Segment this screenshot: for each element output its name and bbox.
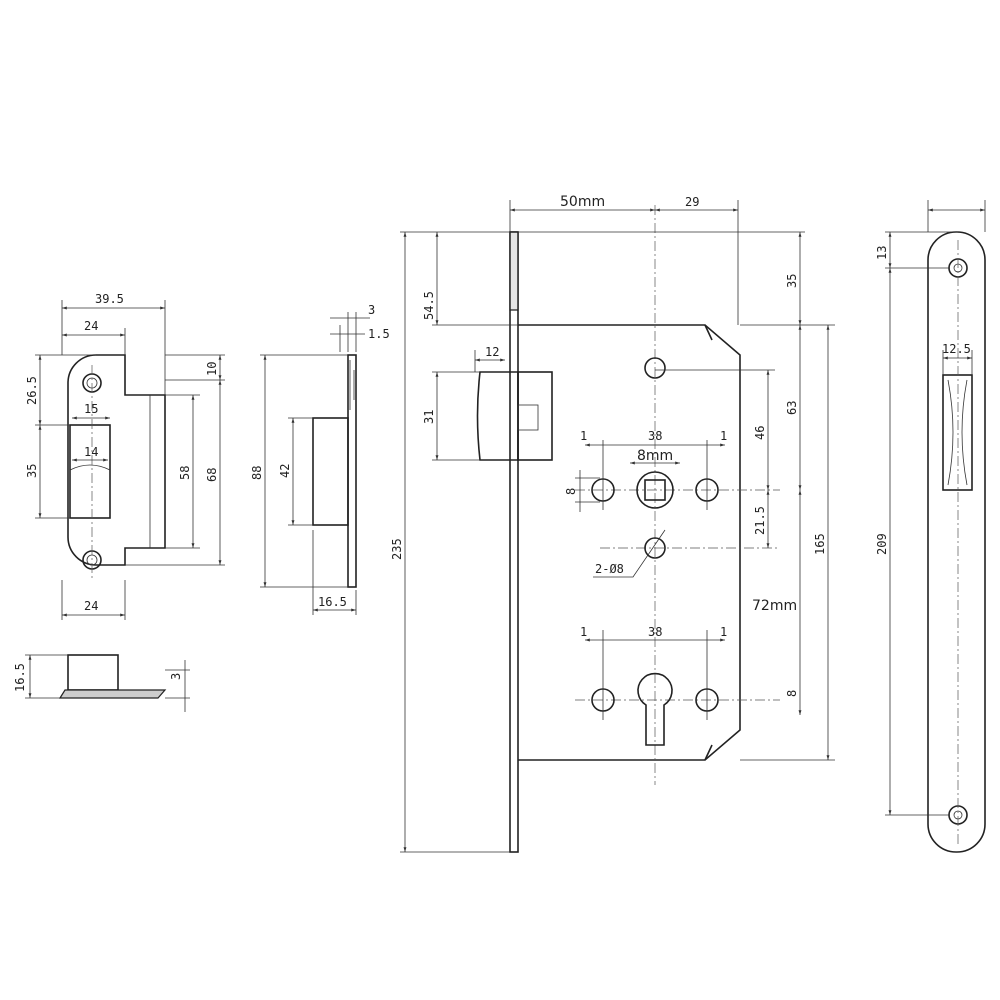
dim-1-5: 1.5 xyxy=(368,327,390,341)
mount-hole-icon xyxy=(644,537,666,559)
lock-body: 50mm 29 235 54.5 31 12 35 63 46 21.5 165… xyxy=(390,194,835,853)
dim-15: 15 xyxy=(84,402,98,416)
dim-backset: 50mm xyxy=(560,194,605,210)
dim-38: 38 xyxy=(648,625,662,639)
dim-12-5: 12.5 xyxy=(942,342,971,356)
dim-54-5: 54.5 xyxy=(422,291,436,320)
dim-63: 63 xyxy=(785,401,799,415)
dim-39-5: 39.5 xyxy=(95,292,124,306)
dim-1: 1 xyxy=(580,429,587,443)
dim-31: 31 xyxy=(422,410,436,424)
dim-8-cyl: 8 xyxy=(785,690,799,697)
dim-46: 46 xyxy=(753,426,767,440)
dim-165: 165 xyxy=(813,533,827,555)
dim-35-right: 35 xyxy=(785,274,799,288)
cylinder-hole-icon xyxy=(637,672,673,746)
strike-plate-side: 88 42 16.5 3 1.5 xyxy=(250,303,390,615)
latch-bolt xyxy=(476,371,519,461)
dim-16-5-bottom: 16.5 xyxy=(13,663,27,692)
dim-88: 88 xyxy=(250,466,264,480)
mount-hole-icon xyxy=(644,357,666,379)
dim-72mm: 72mm xyxy=(752,598,797,614)
dim-1: 1 xyxy=(580,625,587,639)
dim-235: 235 xyxy=(390,538,404,560)
dim-21-5: 21.5 xyxy=(753,506,767,535)
strike-plate-front: 39.5 24 24 26.5 35 10 58 68 15 14 xyxy=(25,292,225,620)
dim-209: 209 xyxy=(875,533,889,555)
dim-1: 1 xyxy=(720,625,727,639)
dim-10: 10 xyxy=(205,362,219,376)
dim-68: 68 xyxy=(205,468,219,482)
dim-13: 13 xyxy=(875,246,889,260)
dim-26-5: 26.5 xyxy=(25,376,39,405)
dim-2-holes: 2-Ø8 xyxy=(595,562,624,576)
dim-24-top: 24 xyxy=(84,319,98,333)
dim-3: 3 xyxy=(368,303,375,317)
dim-16-5: 16.5 xyxy=(318,595,347,609)
dim-spindle-8mm: 8mm xyxy=(637,448,673,464)
dim-3-bottom: 3 xyxy=(169,673,183,680)
dim-58: 58 xyxy=(178,466,192,480)
strike-plate-bottom: 16.5 3 xyxy=(13,654,190,712)
dim-35: 35 xyxy=(25,464,39,478)
dim-42: 42 xyxy=(278,464,292,478)
dim-24-bottom: 24 xyxy=(84,599,98,613)
dim-12: 12 xyxy=(485,345,499,359)
dim-1: 1 xyxy=(720,429,727,443)
dim-8: 8 xyxy=(564,488,578,495)
dim-29: 29 xyxy=(685,195,699,209)
dim-14: 14 xyxy=(84,445,98,459)
dim-38: 38 xyxy=(648,429,662,443)
spindle-hole-icon xyxy=(636,471,674,509)
faceplate: 13 209 12.5 xyxy=(875,200,986,853)
